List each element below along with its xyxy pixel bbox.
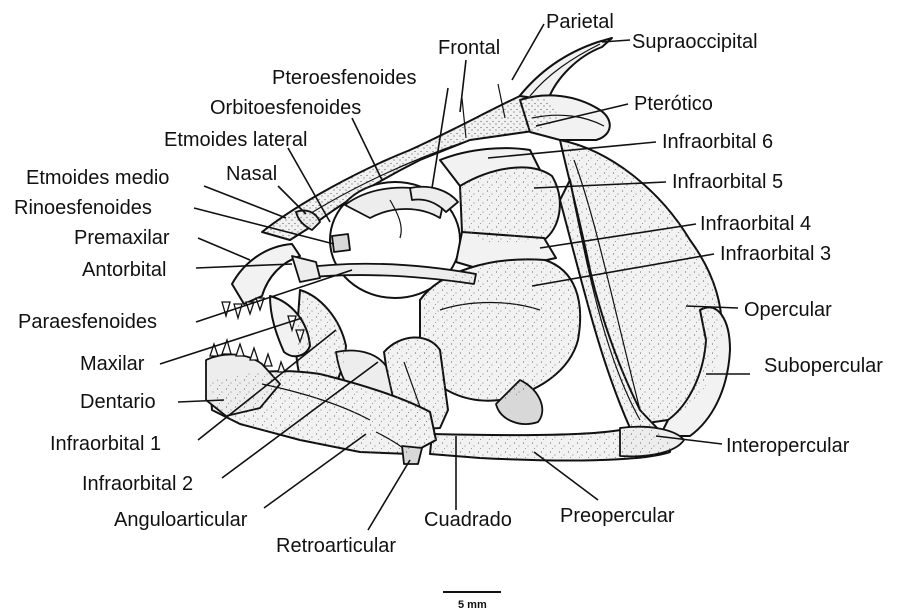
label-retroarticular: Retroarticular <box>276 535 396 557</box>
leader-anguloarticular <box>264 434 366 508</box>
leader-retroarticular <box>368 460 410 530</box>
label-infraorbital-6: Infraorbital 6 <box>662 131 773 153</box>
label-opercular: Opercular <box>744 299 832 321</box>
label-maxilar: Maxilar <box>80 353 145 375</box>
label-supraoccipital: Supraoccipital <box>632 31 758 53</box>
antorbital-bone <box>292 256 320 282</box>
label-anguloarticular: Anguloarticular <box>114 509 248 531</box>
label-infraorbital-4: Infraorbital 4 <box>700 213 811 235</box>
label-interopercular: Interopercular <box>726 435 850 457</box>
label-cuadrado: Cuadrado <box>424 509 512 531</box>
label-preopercular: Preopercular <box>560 505 675 527</box>
label-pterotico: Pterótico <box>634 93 713 115</box>
label-infraorbital-2: Infraorbital 2 <box>82 473 193 495</box>
label-frontal: Frontal <box>438 37 500 59</box>
label-orbitoesfenoides: Orbitoesfenoides <box>210 97 361 119</box>
label-infraorbital-3: Infraorbital 3 <box>720 243 831 265</box>
label-nasal: Nasal <box>226 163 277 185</box>
leader-parietal <box>512 24 544 80</box>
label-premaxilar: Premaxilar <box>74 227 170 249</box>
label-etmoides-medio: Etmoides medio <box>26 167 169 189</box>
rhinosphenoid-bone <box>332 234 350 252</box>
label-dentario: Dentario <box>80 391 156 413</box>
label-pteroesfenoides: Pteroesfenoides <box>272 67 417 89</box>
label-etmoides-lateral: Etmoides lateral <box>164 129 307 151</box>
label-parietal: Parietal <box>546 11 614 33</box>
scale-bar: 5 mm <box>443 592 501 611</box>
label-infraorbital-5: Infraorbital 5 <box>672 171 783 193</box>
label-rinoesfenoides: Rinoesfenoides <box>14 197 152 219</box>
leader-premaxilar <box>198 238 250 260</box>
label-paraesfenoides: Paraesfenoides <box>18 311 157 333</box>
label-infraorbital-1: Infraorbital 1 <box>50 433 161 455</box>
label-subopercular: Subopercular <box>764 355 883 377</box>
premaxilla-bone <box>232 244 300 304</box>
label-antorbital: Antorbital <box>82 259 167 281</box>
scale-bar-label: 5 mm <box>458 599 487 611</box>
